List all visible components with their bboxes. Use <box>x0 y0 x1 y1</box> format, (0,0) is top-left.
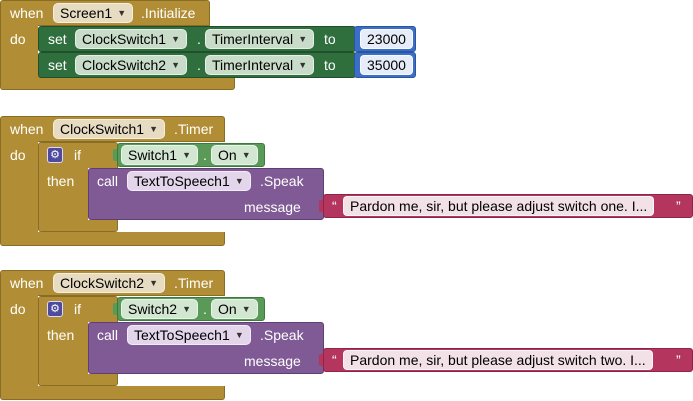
if-then-spine <box>38 166 88 228</box>
set-keyword: set <box>48 31 67 47</box>
event-name: .Initialize <box>141 5 196 21</box>
call-keyword: call <box>97 327 119 343</box>
setter-component-name: ClockSwitch2 <box>82 57 167 73</box>
argument-label: message <box>244 199 301 215</box>
dropdown-arrow-icon: ▼ <box>171 34 181 44</box>
dropdown-arrow-icon: ▼ <box>117 8 127 18</box>
if-then-spine <box>38 320 88 382</box>
number-field[interactable]: 35000 <box>360 55 413 75</box>
message-text-field[interactable]: Pardon me, sir, but please adjust switch… <box>343 350 653 370</box>
dot-separator: . <box>203 147 207 163</box>
dropdown-arrow-icon: ▼ <box>241 304 251 314</box>
plug-connector <box>113 149 117 161</box>
event-block-clockswitch2-timer[interactable]: when ClockSwitch2 ▼ .Timer do ⚙ if Switch… <box>0 270 693 400</box>
call-component-dropdown[interactable]: TextToSpeech1 ▼ <box>127 325 251 345</box>
dropdown-arrow-icon: ▼ <box>241 150 251 160</box>
event-block-clockswitch1-timer[interactable]: when ClockSwitch1 ▼ .Timer do ⚙ if Switch… <box>0 116 693 246</box>
number-field[interactable]: 23000 <box>360 29 413 49</box>
when-keyword: when <box>10 121 44 137</box>
open-quote: “ <box>332 352 337 368</box>
event-footer <box>0 232 225 246</box>
event-name: .Timer <box>174 275 214 291</box>
condition-component-dropdown[interactable]: Switch2 ▼ <box>121 299 199 319</box>
component-name: ClockSwitch2 <box>60 275 145 291</box>
event-do-spine <box>0 140 38 240</box>
set-keyword: set <box>48 57 67 73</box>
component-dropdown[interactable]: ClockSwitch2 ▼ <box>53 273 166 293</box>
close-quote: ” <box>676 198 681 214</box>
if-footer <box>38 374 118 386</box>
dropdown-arrow-icon: ▼ <box>298 60 308 70</box>
call-component-dropdown[interactable]: TextToSpeech1 ▼ <box>127 171 251 191</box>
call-keyword: call <box>97 173 119 189</box>
setter-component-dropdown[interactable]: ClockSwitch2 ▼ <box>75 55 188 75</box>
when-keyword: when <box>10 5 44 21</box>
method-name: .Speak <box>260 327 304 343</box>
component-name: ClockSwitch1 <box>60 121 145 137</box>
dropdown-arrow-icon: ▼ <box>182 304 192 314</box>
open-quote: “ <box>332 198 337 214</box>
condition-property-dropdown[interactable]: On ▼ <box>211 299 258 319</box>
when-keyword: when <box>10 275 44 291</box>
then-keyword: then <box>47 173 75 189</box>
to-keyword: to <box>324 31 336 47</box>
call-component-name: TextToSpeech1 <box>134 173 230 189</box>
dot-separator: . <box>197 31 201 47</box>
plug-connector <box>319 200 323 212</box>
dropdown-arrow-icon: ▼ <box>234 176 244 186</box>
event-block-screen1-initialize[interactable]: when Screen1 ▼ .Initialize do set ClockSw… <box>0 0 416 90</box>
event-footer <box>0 76 235 90</box>
close-quote: ” <box>676 352 681 368</box>
dropdown-arrow-icon: ▼ <box>171 60 181 70</box>
if-keyword: if <box>74 301 81 317</box>
setter-component-name: ClockSwitch1 <box>82 31 167 47</box>
condition-component-name: Switch1 <box>128 147 178 163</box>
message-text-field[interactable]: Pardon me, sir, but please adjust switch… <box>343 196 655 216</box>
condition-component-dropdown[interactable]: Switch1 ▼ <box>121 145 199 165</box>
setter-property-dropdown[interactable]: TimerInterval ▼ <box>205 55 315 75</box>
condition-property-name: On <box>218 301 237 317</box>
condition-component-name: Switch2 <box>128 301 178 317</box>
event-do-spine <box>0 24 38 82</box>
dropdown-arrow-icon: ▼ <box>182 150 192 160</box>
setter-property-name: TimerInterval <box>212 57 294 73</box>
dot-separator: . <box>197 57 201 73</box>
setter-property-dropdown[interactable]: TimerInterval ▼ <box>205 29 315 49</box>
do-keyword: do <box>10 147 26 163</box>
component-name: Screen1 <box>60 5 113 21</box>
setter-property-name: TimerInterval <box>212 31 294 47</box>
gear-icon[interactable]: ⚙ <box>47 147 63 163</box>
if-keyword: if <box>74 147 81 163</box>
to-keyword: to <box>324 57 336 73</box>
plug-connector <box>319 354 323 366</box>
dropdown-arrow-icon: ▼ <box>149 124 159 134</box>
call-component-name: TextToSpeech1 <box>134 327 230 343</box>
plug-connector <box>113 303 117 315</box>
component-dropdown[interactable]: ClockSwitch1 ▼ <box>53 119 166 139</box>
condition-property-name: On <box>218 147 237 163</box>
dropdown-arrow-icon: ▼ <box>149 278 159 288</box>
do-keyword: do <box>10 301 26 317</box>
gear-icon[interactable]: ⚙ <box>47 301 63 317</box>
then-keyword: then <box>47 327 75 343</box>
event-footer <box>0 386 225 400</box>
dot-separator: . <box>203 301 207 317</box>
setter-component-dropdown[interactable]: ClockSwitch1 ▼ <box>75 29 188 49</box>
dropdown-arrow-icon: ▼ <box>234 330 244 340</box>
event-do-spine <box>0 294 38 394</box>
if-footer <box>38 220 118 232</box>
do-keyword: do <box>10 31 26 47</box>
argument-label: message <box>244 353 301 369</box>
method-name: .Speak <box>260 173 304 189</box>
component-dropdown[interactable]: Screen1 ▼ <box>53 3 134 23</box>
condition-property-dropdown[interactable]: On ▼ <box>211 145 258 165</box>
event-name: .Timer <box>174 121 214 137</box>
dropdown-arrow-icon: ▼ <box>298 34 308 44</box>
